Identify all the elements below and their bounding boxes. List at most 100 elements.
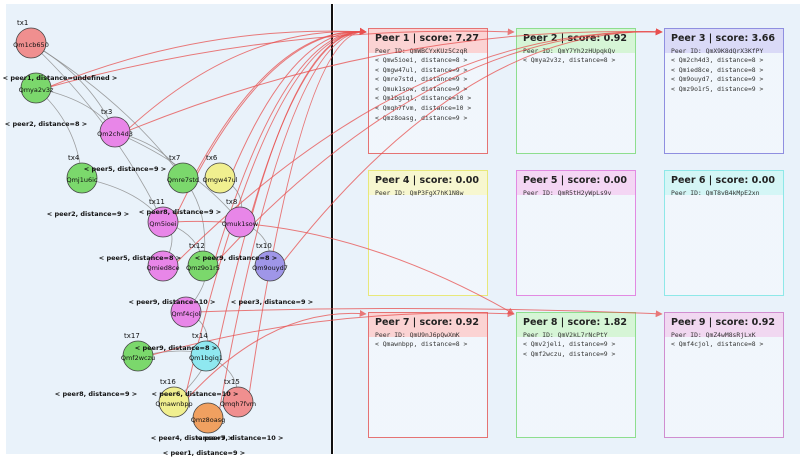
node-label: tx14	[192, 332, 208, 340]
peer-item: < Qmgw47ul, distance=9 >	[375, 65, 468, 74]
peer-item: < Qmawnbpp, distance=8 >	[375, 340, 468, 348]
node-label: tx17	[124, 332, 140, 340]
peer-id: Peer ID: QmX9K8dQrX3KfPY	[671, 47, 764, 55]
node-circle[interactable]	[254, 250, 286, 282]
candidate-edge	[45, 28, 515, 89]
graph-node[interactable]: Qmya2v3z	[19, 72, 54, 104]
peer-item: < Qm9ouyd7, distance=9 >	[671, 75, 764, 84]
node-caption: < peer9, distance=8 >	[195, 254, 277, 262]
node-caption: < peer4, distance=9 >	[151, 434, 233, 442]
peer-title: Peer 3 | score: 3.66	[671, 33, 776, 44]
candidate-edge	[192, 27, 367, 179]
node-caption: < peer7, distance=10 >	[197, 434, 284, 442]
node-hash: Qmya2v3z	[19, 86, 54, 94]
peer-id: Peer ID: QmWBCYxKUz5CzqR	[375, 47, 468, 55]
node-circle[interactable]	[66, 162, 98, 194]
node-caption: < peer5, distance=9 >	[84, 165, 166, 173]
node-circle[interactable]	[187, 250, 219, 282]
peer-title: Peer 9 | score: 0.92	[671, 317, 776, 328]
node-label: tx16	[160, 378, 176, 386]
node-circle[interactable]	[15, 27, 47, 59]
candidate-edge	[172, 28, 663, 267]
candidate-edges	[45, 27, 663, 419]
node-hash: Qm2ch4d3	[97, 130, 133, 138]
peer-id: Peer ID: QmU9nJ6pQwXmK	[375, 331, 460, 339]
peer-id: Peer ID: QmV2kL7rNcPtY	[523, 331, 608, 339]
node-hash: Qmre7std	[167, 176, 199, 184]
node-label: tx10	[256, 242, 272, 250]
candidate-edge	[124, 28, 663, 133]
candidate-edge	[124, 28, 367, 133]
node-caption: < peer3, distance=9 >	[231, 298, 313, 306]
candidate-edge	[247, 27, 367, 403]
node-circle[interactable]	[190, 340, 222, 372]
node-circle[interactable]	[99, 116, 131, 148]
peer-item: < Qm1bgiq1, distance=10 >	[375, 94, 472, 103]
candidate-edge	[217, 27, 367, 419]
node-circle[interactable]	[222, 386, 254, 418]
node-label: tx1	[17, 19, 28, 27]
node-circle[interactable]	[122, 340, 154, 372]
node-label: tx11	[149, 198, 165, 206]
peer-item: < Qmw5ioei, distance=8 >	[375, 56, 468, 64]
node-caption: < peer1, distance=undefined >	[3, 74, 118, 82]
peer-item: < Qmf4cjol, distance=8 >	[671, 340, 764, 348]
graph-node[interactable]: Qmied8ce	[146, 250, 180, 282]
node-caption: < peer6, distance=10 >	[152, 390, 239, 398]
node-circle[interactable]	[147, 206, 179, 238]
node-hash: Qmawnbpp	[155, 400, 192, 408]
candidate-edge	[215, 27, 367, 357]
candidate-edge	[183, 309, 367, 403]
node-hash: Qmf2wczu	[121, 354, 155, 362]
node-circle[interactable]	[224, 206, 256, 238]
peer-item: < Qmied8ce, distance=8 >	[671, 65, 764, 74]
peer-id: Peer ID: QmT8vB4kMpE2xn	[671, 189, 760, 197]
graph-node[interactable]: Qmz8oasg	[191, 402, 225, 434]
node-caption: < peer8, distance=9 >	[55, 390, 137, 398]
node-hash: Qmuk1sow	[222, 220, 259, 228]
node-circle[interactable]	[167, 162, 199, 194]
candidate-edge	[229, 27, 367, 179]
graph-node[interactable]: Qmf4cjol	[170, 296, 202, 328]
node-hash: Qmqh7fvm	[220, 400, 256, 408]
peer-item: < Qmqh7fvm, distance=10 >	[375, 103, 472, 112]
node-circle[interactable]	[204, 162, 236, 194]
node-hash: Qm1bgiq1	[189, 354, 223, 362]
node-circle[interactable]	[20, 72, 52, 104]
node-caption: < peer2, distance=8 >	[5, 120, 87, 128]
node-label: tx3	[101, 108, 112, 116]
node-hash: Qmf4cjol	[171, 310, 200, 318]
candidate-edge	[45, 28, 367, 89]
node-hash: Qmz9o1r5	[186, 264, 220, 272]
node-hash: Qmj1u6ic	[66, 176, 97, 184]
peer-item: < Qmv2jeli, distance=9 >	[523, 340, 616, 348]
node-hash: Qmgw47ul	[202, 176, 237, 184]
node-circle[interactable]	[147, 250, 179, 282]
node-circle[interactable]	[170, 296, 202, 328]
node-circle[interactable]	[192, 402, 224, 434]
node-circle[interactable]	[158, 386, 190, 418]
